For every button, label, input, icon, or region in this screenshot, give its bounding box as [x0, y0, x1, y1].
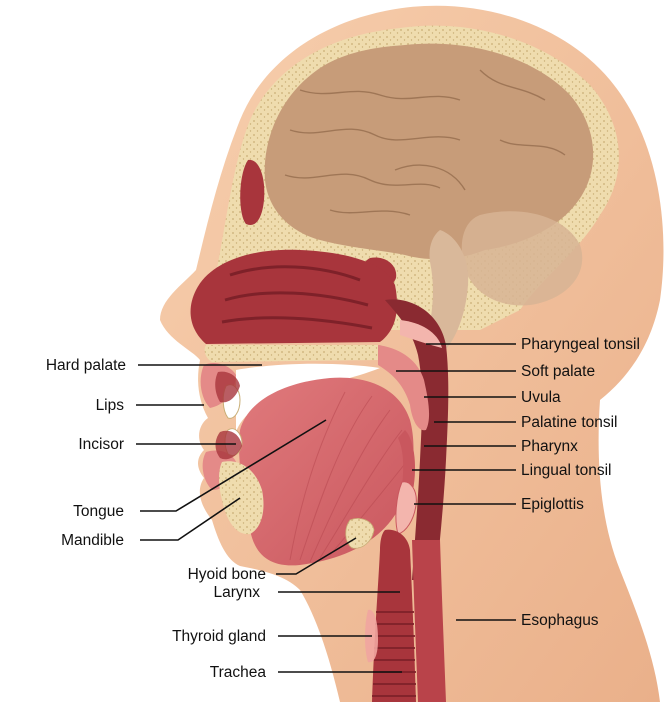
label-incisor: Incisor — [78, 436, 124, 453]
label-epiglottis: Epiglottis — [521, 496, 584, 513]
label-larynx: Larynx — [213, 584, 260, 601]
label-soft-palate: Soft palate — [521, 363, 595, 380]
label-trachea: Trachea — [210, 664, 267, 681]
label-pharyngeal-tonsil: Pharyngeal tonsil — [521, 336, 640, 353]
label-palatine-tonsil: Palatine tonsil — [521, 414, 618, 431]
label-tongue: Tongue — [73, 503, 124, 520]
label-esophagus: Esophagus — [521, 612, 599, 629]
hard-palate-bone — [205, 345, 384, 362]
label-thyroid-gland: Thyroid gland — [172, 628, 266, 645]
label-hard-palate: Hard palate — [46, 357, 126, 374]
label-mandible: Mandible — [61, 532, 124, 549]
label-lingual-tonsil: Lingual tonsil — [521, 462, 611, 479]
label-lips: Lips — [96, 397, 125, 414]
label-pharynx: Pharynx — [521, 438, 578, 455]
label-uvula: Uvula — [521, 389, 561, 406]
label-hyoid-bone: Hyoid bone — [188, 566, 266, 583]
